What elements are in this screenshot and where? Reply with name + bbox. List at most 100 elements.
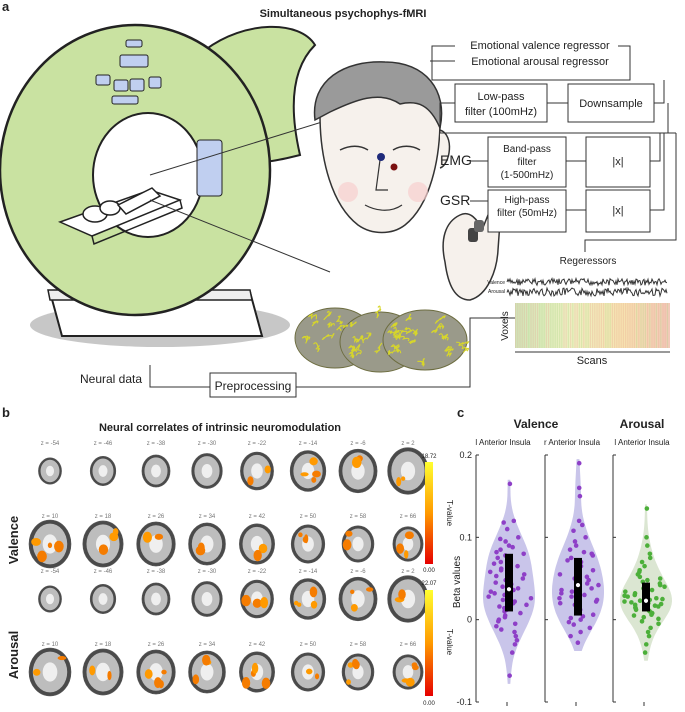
brain-surface-renders — [294, 305, 470, 373]
activation-blob — [305, 668, 313, 675]
voxel-stripe — [649, 303, 651, 348]
svg-text:Arousal: Arousal — [488, 289, 505, 295]
voxel-stripe — [620, 303, 622, 348]
brain-slice-core — [45, 465, 55, 477]
voxel-stripe — [572, 303, 574, 348]
svg-text:0.00: 0.00 — [423, 701, 435, 707]
activation-blob — [346, 679, 351, 685]
voxel-stripe — [603, 303, 605, 348]
svg-text:(1-500mHz): (1-500mHz) — [501, 170, 554, 181]
activation-blob — [241, 594, 251, 607]
voxel-stripe — [589, 303, 591, 348]
data-point — [633, 607, 639, 613]
data-point — [582, 592, 587, 598]
data-point — [642, 650, 648, 655]
abs-box-gsr — [585, 189, 651, 233]
data-point — [645, 577, 650, 583]
voxel-stripe — [563, 303, 565, 348]
scanner-window — [111, 95, 139, 105]
voxel-stripe — [638, 303, 640, 348]
activation-blob — [98, 544, 109, 555]
slice-z-label: z = -30 — [198, 441, 217, 447]
slice-z-label: z = 18 — [95, 514, 112, 520]
slice-z-label: z = 66 — [400, 514, 417, 520]
slice-z-label: z = -22 — [248, 441, 267, 447]
voxel-stripe — [559, 303, 561, 348]
svg-text:18.72: 18.72 — [421, 454, 437, 460]
data-point — [501, 520, 506, 525]
data-point — [646, 633, 652, 639]
activation-blob — [309, 586, 318, 598]
gsr-label: GSR — [440, 192, 470, 208]
voxel-stripe — [611, 303, 613, 348]
preprocessing-box — [209, 372, 297, 398]
voxel-stripe — [633, 303, 635, 348]
voxel-stripe — [653, 303, 655, 348]
y-tick-label: 0.2 — [459, 450, 472, 460]
activation-blob — [404, 550, 409, 559]
bandpass-box — [487, 136, 567, 188]
emg-electrode-icon — [377, 153, 385, 161]
data-point — [644, 535, 649, 540]
activation-blob — [345, 530, 353, 537]
scanner-window — [119, 54, 149, 68]
data-point — [493, 573, 499, 579]
voxels-label: Voxels — [500, 311, 511, 340]
data-point — [520, 576, 526, 581]
voxel-stripe — [567, 303, 569, 348]
data-point — [569, 594, 574, 599]
data-point — [647, 551, 653, 557]
activation-blob — [144, 669, 153, 679]
svg-text:|x|: |x| — [612, 156, 623, 168]
group-title-arousal: Arousal — [620, 417, 665, 431]
voxel-stripe — [556, 303, 558, 348]
data-point — [649, 612, 654, 618]
iqr-box — [505, 553, 513, 612]
data-point — [488, 589, 494, 594]
subtitle-l-insula-valence: l Anterior Insula — [475, 438, 531, 447]
svg-text:Valence: Valence — [487, 280, 505, 286]
data-point — [565, 558, 570, 563]
data-point — [660, 596, 665, 602]
voxel-stripe — [528, 303, 530, 348]
voxel-stripe — [660, 303, 662, 348]
data-point — [521, 551, 526, 557]
data-point — [557, 600, 563, 606]
svg-text:|x|: |x| — [612, 205, 623, 217]
slice-z-label: z = -6 — [350, 569, 366, 575]
data-point — [654, 595, 659, 601]
data-point — [648, 625, 653, 631]
brain-slice-core — [402, 665, 414, 679]
voxel-stripe — [543, 303, 545, 348]
voxel-stripe — [631, 303, 633, 348]
emg-electrode-icon — [390, 163, 398, 171]
iqr-box — [642, 582, 650, 612]
data-point — [557, 572, 563, 577]
brain-slice-core — [301, 462, 315, 480]
y-tick-label: 0.1 — [459, 532, 472, 542]
voxel-stripe — [576, 303, 578, 348]
slice-z-label: z = -46 — [94, 441, 113, 447]
slice-z-label: z = 58 — [350, 642, 367, 648]
brain-slice-core — [151, 592, 161, 606]
svg-text:T-value: T-value — [445, 500, 454, 527]
data-point — [515, 563, 520, 569]
data-point — [567, 547, 573, 552]
activation-blob — [154, 533, 164, 540]
activation-blob — [404, 531, 414, 540]
data-point — [656, 621, 661, 627]
panel-b-label: b — [2, 405, 10, 420]
data-point — [568, 633, 573, 639]
data-point — [577, 493, 583, 499]
data-point — [503, 539, 508, 544]
data-point — [590, 553, 596, 558]
data-point — [497, 604, 502, 609]
activation-blob — [350, 603, 358, 612]
svg-text:filter (100mHz): filter (100mHz) — [465, 106, 537, 118]
data-point — [502, 614, 508, 620]
voxel-stripe — [548, 303, 550, 348]
subtitle-l-insula-arousal: l Anterior Insula — [614, 438, 670, 447]
activation-blob — [298, 532, 303, 538]
violin-plots: -0.100.10.2 — [456, 450, 672, 707]
